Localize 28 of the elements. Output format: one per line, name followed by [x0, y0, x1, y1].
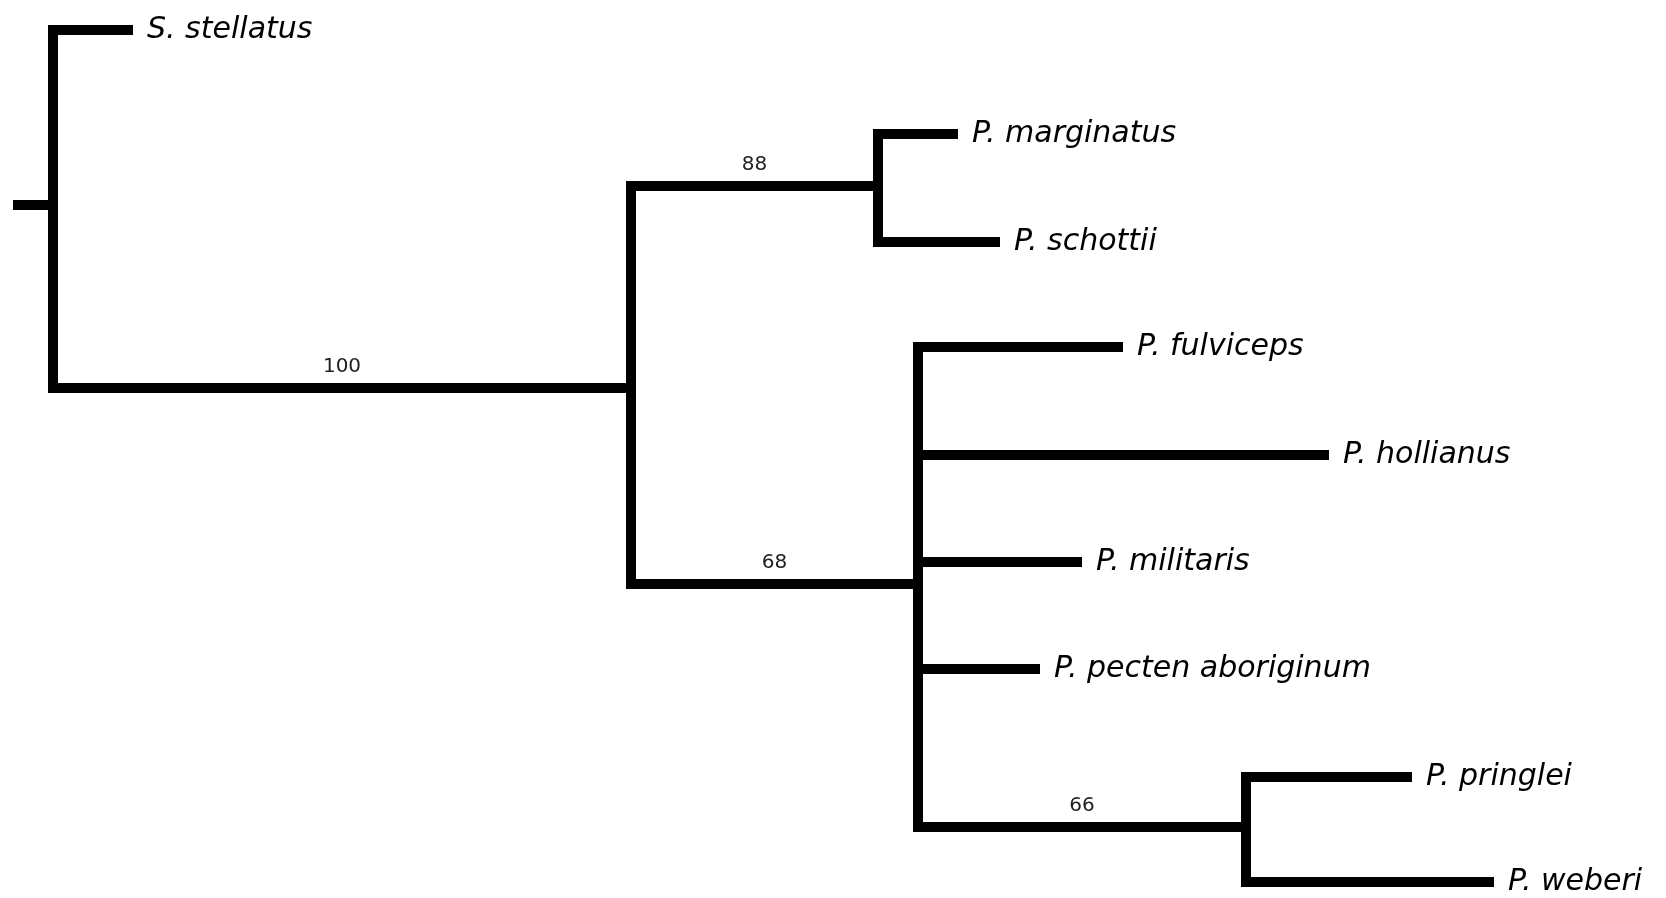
taxon-label: P. weberi	[1494, 860, 1643, 898]
taxon-label: P. schottii	[1000, 220, 1157, 260]
taxon-label: P. militaris	[1082, 540, 1250, 580]
tree-branch	[1251, 877, 1494, 887]
tree-branch	[58, 383, 626, 393]
tree-branch	[58, 25, 133, 35]
branch-bar	[626, 181, 636, 589]
taxon-label: P. pringlei	[1412, 755, 1572, 795]
branch-bar	[873, 129, 883, 247]
tree-branch	[923, 664, 1040, 674]
branch-bar	[913, 342, 923, 832]
taxon-label: P. pecten aboriginum	[1040, 647, 1371, 687]
tree-branch	[923, 342, 1123, 352]
tree-branch	[883, 237, 1000, 247]
branch-bar	[1241, 772, 1251, 887]
taxon-label: P. hollianus	[1329, 433, 1511, 473]
tree-branch	[1251, 772, 1412, 782]
tree-branch	[923, 822, 1241, 832]
tree-branch	[13, 200, 48, 210]
tree-branch	[923, 557, 1082, 567]
tree-branch	[636, 579, 913, 589]
tree-branch	[883, 129, 958, 139]
branch-bar	[48, 25, 58, 393]
taxon-label: P. fulviceps	[1123, 325, 1304, 365]
tree-branch	[636, 181, 873, 191]
tree-branch	[923, 450, 1329, 460]
taxon-label: P. marginatus	[958, 112, 1177, 152]
taxon-label: S. stellatus	[133, 8, 313, 48]
